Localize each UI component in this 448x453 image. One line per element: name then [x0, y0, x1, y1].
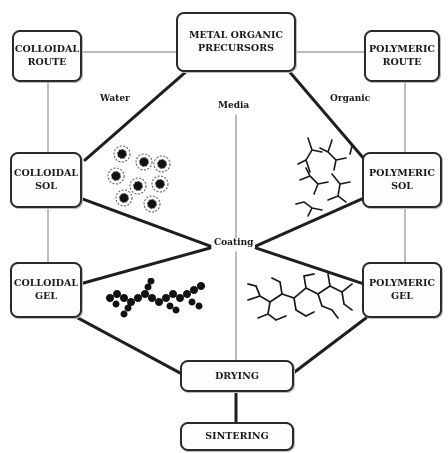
node-polymeric-route: POLYMERIC ROUTE [364, 30, 440, 82]
node-polymeric-gel: POLYMERIC GEL [362, 262, 442, 318]
node-label-line: SOL [35, 181, 57, 192]
node-label-line: DRYING [215, 370, 259, 382]
link-colloidal-gel-to-drying [76, 316, 184, 376]
node-polymeric-sol: POLYMERIC SOL [362, 152, 442, 208]
node-colloidal-sol: COLLOIDAL SOL [10, 152, 82, 208]
node-drying: DRYING [180, 360, 294, 392]
node-label-line: ROUTE [27, 57, 67, 68]
polymeric-gel-network-illustration [247, 273, 353, 321]
node-label-line: COLLOIDAL [13, 278, 79, 289]
node-label-line: SINTERING [205, 431, 269, 442]
edge-label-water: Water [98, 94, 132, 104]
link-precursors-to-colloidal-sol [83, 68, 190, 162]
link-coating-to-polymeric-gel [254, 246, 366, 286]
node-label-line: GEL [390, 291, 414, 302]
node-label-line: PRECURSORS [198, 43, 274, 54]
colloidal-particles-illustration [107, 145, 171, 213]
node-metal-organic-precursors: METAL ORGANIC PRECURSORS [176, 12, 296, 72]
node-label-line: METAL ORGANIC [188, 30, 283, 41]
node-sintering: SINTERING [180, 422, 294, 451]
node-colloidal-route: COLLOIDAL ROUTE [12, 30, 82, 82]
colloidal-gel-chain-illustration [106, 278, 205, 318]
node-colloidal-gel: COLLOIDAL GEL [10, 262, 82, 318]
link-coating-to-colloidal-gel [78, 246, 212, 286]
link-polymeric-sol-to-coating [254, 196, 366, 248]
node-label-line: POLYMERIC [369, 168, 435, 179]
link-polymeric-gel-to-drying [290, 316, 368, 376]
node-label-line: ROUTE [382, 57, 422, 68]
node-label-line: COLLOIDAL [14, 44, 80, 55]
edge-label-media: Media [216, 101, 252, 111]
edge-label-coating: Coating [212, 238, 256, 248]
node-label-line: POLYMERIC [369, 44, 435, 55]
node-label-line: GEL [34, 291, 58, 302]
node-label-line: POLYMERIC [369, 278, 435, 289]
particle [107, 145, 171, 213]
edge-label-organic: Organic [328, 94, 373, 104]
node-label-line: SOL [391, 181, 413, 192]
link-colloidal-sol-to-coating [78, 196, 212, 248]
node-label-line: COLLOIDAL [13, 168, 79, 179]
polymeric-sol-molecules-illustration [295, 137, 353, 217]
